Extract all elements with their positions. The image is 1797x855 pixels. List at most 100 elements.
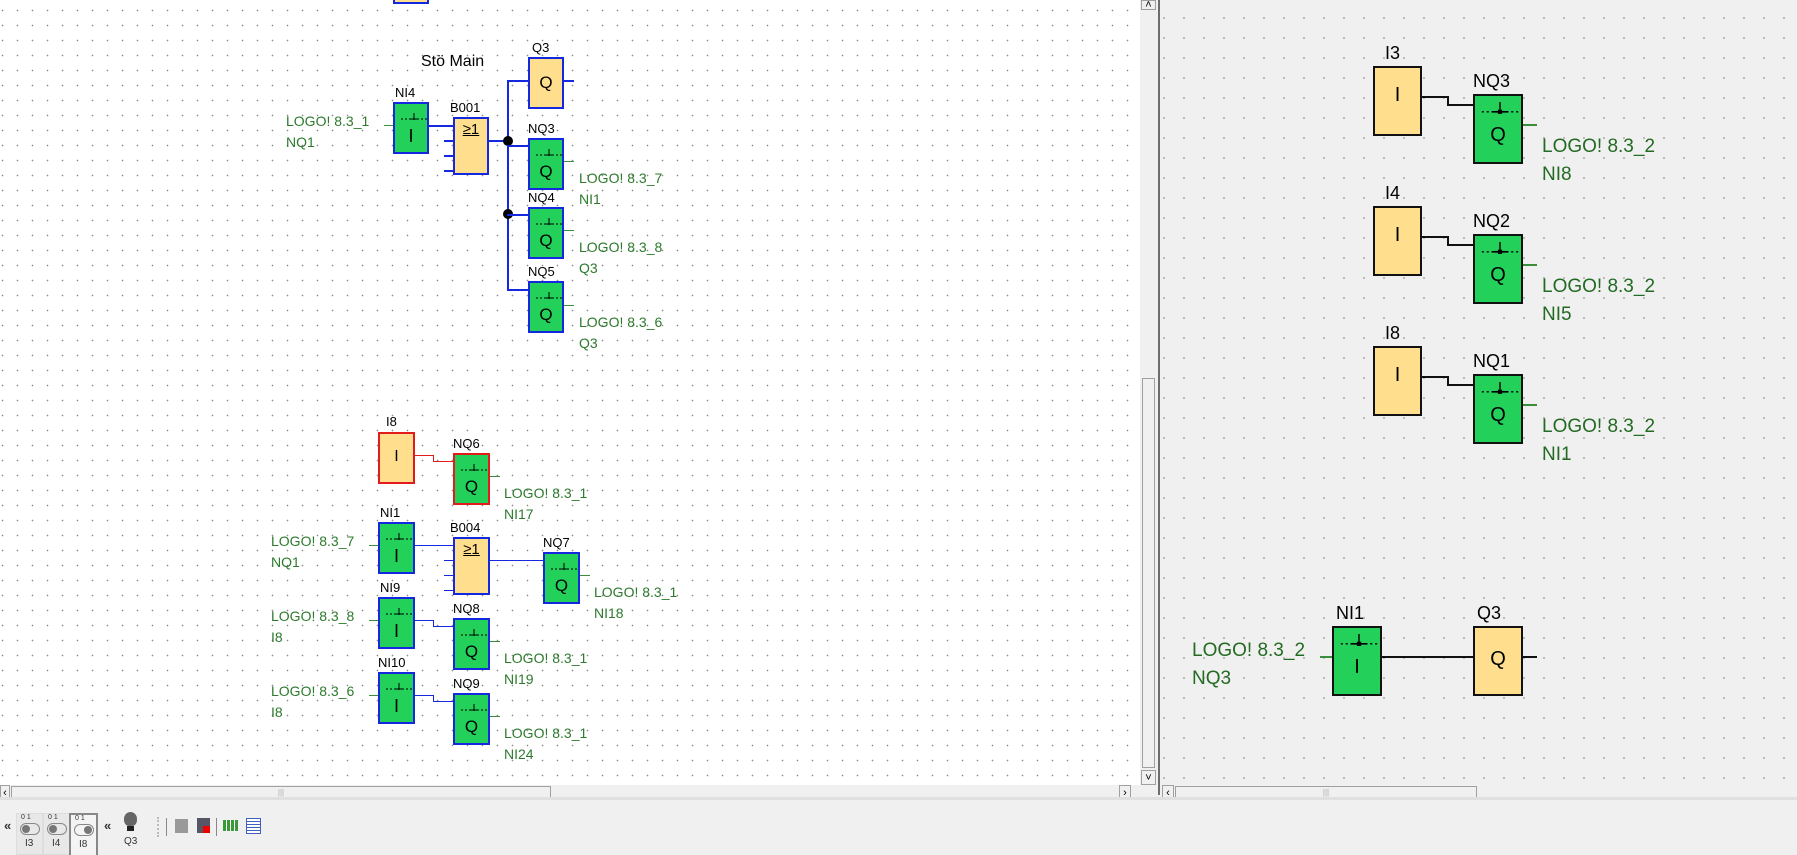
input-block-i8[interactable]: I	[1373, 346, 1422, 416]
network-input-ni4[interactable]: I	[393, 102, 429, 154]
wire	[1422, 376, 1449, 378]
switch-label: I4	[52, 838, 61, 849]
wire	[507, 214, 528, 216]
wire	[489, 140, 508, 142]
wire	[444, 560, 453, 561]
wire	[384, 125, 393, 126]
collapse-inputs-button[interactable]: «	[4, 818, 12, 833]
network-output-nq4[interactable]: Q	[528, 207, 564, 259]
input-switch-i8[interactable]: 0 1 I8	[69, 813, 98, 855]
wire	[1523, 264, 1537, 266]
panel-splitter[interactable]	[1158, 0, 1160, 795]
wire	[1523, 656, 1537, 658]
block-glyph: Q	[464, 642, 479, 661]
block-label: NQ3	[1473, 71, 1511, 91]
input-block-i3[interactable]: I	[1373, 66, 1422, 136]
block-glyph: Q	[554, 576, 569, 595]
network-icon	[1481, 242, 1519, 254]
toggle-icon	[74, 824, 94, 836]
network-input-ni1[interactable]: I	[1332, 626, 1382, 696]
input-switch-i4[interactable]: 0 1 I4	[43, 813, 70, 855]
input-block-i8[interactable]: I	[378, 432, 415, 484]
block-label: NI9	[380, 580, 401, 595]
input-switch-i3[interactable]: 0 1 I3	[16, 813, 43, 855]
or-block-b001[interactable]: ≥1	[453, 117, 489, 175]
block-glyph: Q	[539, 73, 553, 92]
network-output-nq5[interactable]: Q	[528, 281, 564, 333]
wire	[490, 560, 543, 561]
block-label: NQ6	[453, 436, 480, 451]
network-output-nq3[interactable]: Q	[528, 138, 564, 190]
network-output-nq6[interactable]: Q	[453, 453, 490, 505]
wire	[1422, 96, 1449, 98]
wire	[1447, 376, 1449, 385]
network-icon	[386, 683, 412, 690]
wire	[444, 140, 453, 142]
block-label: NQ5	[528, 264, 555, 279]
left-vertical-scrollbar[interactable]: ˄ ˅	[1140, 0, 1157, 785]
block-label: I3	[1385, 43, 1401, 63]
network-output-nq9[interactable]: Q	[453, 693, 490, 745]
toolbar-grip	[157, 817, 160, 837]
network-icon	[461, 704, 487, 711]
network-icon	[1481, 382, 1519, 394]
lamp-icon	[124, 812, 137, 831]
network-input-ni1[interactable]: I	[378, 522, 415, 574]
block-glyph: Q	[1490, 648, 1506, 670]
block-glyph: Q	[464, 477, 479, 496]
wire	[444, 170, 453, 172]
network-output-nq8[interactable]: Q	[453, 618, 490, 670]
network-icon	[551, 563, 577, 570]
block-label: NI4	[395, 85, 416, 100]
block-glyph: I	[1394, 84, 1401, 106]
wire	[444, 590, 453, 591]
wire	[507, 80, 509, 290]
separator	[216, 818, 217, 836]
wire	[490, 716, 500, 717]
wire	[564, 305, 574, 306]
output-block-q3[interactable]: Q	[528, 57, 564, 109]
block-glyph: ≥1	[463, 541, 480, 558]
wire	[564, 80, 574, 82]
scroll-down-button[interactable]: ˅	[1141, 770, 1156, 785]
wire	[415, 455, 434, 456]
wire	[433, 626, 453, 627]
junction-dot	[503, 136, 513, 146]
partial-block[interactable]	[393, 0, 429, 4]
wire	[415, 545, 453, 546]
table-view-icon[interactable]	[246, 818, 261, 834]
block-glyph: I	[1354, 656, 1360, 678]
network-input-ni9[interactable]: I	[378, 597, 415, 649]
switch-label: I8	[79, 839, 88, 850]
or-block-b004[interactable]: ≥1	[453, 537, 490, 595]
network-output-nq1[interactable]: Q	[1473, 374, 1523, 444]
simulation-icon[interactable]	[175, 819, 188, 833]
diagram-title: Stö Main	[421, 53, 485, 70]
network-output-nq3[interactable]: Q	[1473, 94, 1523, 164]
network-icon	[461, 464, 487, 471]
network-grid-icon[interactable]	[223, 820, 238, 831]
switch-label: I3	[25, 838, 34, 849]
stop-simulation-icon[interactable]	[197, 818, 210, 833]
wire	[507, 80, 528, 82]
block-label: Q3	[532, 40, 550, 55]
scroll-thumb[interactable]	[1142, 378, 1155, 768]
collapse-outputs-button[interactable]: «	[104, 818, 112, 833]
block-label: Q3	[1477, 603, 1502, 623]
block-glyph: Q	[464, 717, 479, 736]
separator	[166, 818, 167, 836]
network-output-nq2[interactable]: Q	[1473, 234, 1523, 304]
network-output-nq7[interactable]: Q	[543, 552, 580, 604]
network-input-ni10[interactable]: I	[378, 672, 415, 724]
input-block-i4[interactable]: I	[1373, 206, 1422, 276]
wire	[507, 289, 528, 291]
output-block-q3[interactable]: Q	[1473, 626, 1523, 696]
wire	[1523, 404, 1537, 406]
scroll-up-button[interactable]: ˄	[1141, 0, 1156, 11]
block-label: NQ3	[528, 121, 555, 136]
